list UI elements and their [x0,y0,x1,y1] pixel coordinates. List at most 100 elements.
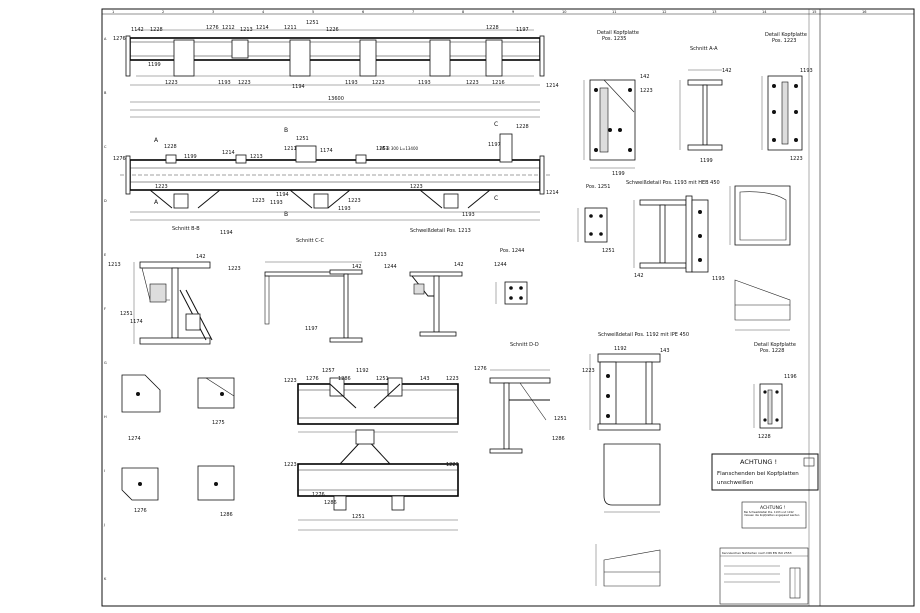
row-marker: H [104,415,107,419]
position-label: 1228 [164,144,177,150]
section-dd-label: 1286 [552,436,565,442]
section-bb-label: 1251 [120,311,133,317]
section-marker: B [284,127,288,134]
plate-label: 1275 [212,420,225,426]
weld-detail-1213 [409,271,463,337]
detail-1228-subtitle: Pos. 1228 [760,348,784,354]
detail-1223-label: 1223 [790,156,803,162]
position-label: 1251 [296,136,309,142]
bent-plate-view [729,185,791,331]
position-label: 1276 [312,492,325,498]
detail-1228-title: Detail Kopfplatte [754,342,796,348]
weld-1213-title: Schweißdetail Pos. 1213 [410,228,471,234]
position-label: 1193 [338,206,351,212]
row-marker: A [104,37,107,41]
section-dd-title: Schnitt D-D [510,342,539,348]
sheet-frame [101,8,915,607]
column-marker: 9 [512,10,514,14]
position-label: 1228 [486,25,499,31]
section-bb-label: 1213 [108,262,121,268]
position-label: 1251 [376,146,389,152]
column-marker: 1 [112,10,114,14]
weld-1213-label: 1244 [384,264,397,270]
section-marker: C [494,121,498,128]
position-label: 1194 [276,192,289,198]
position-label: 1174 [320,148,333,154]
position-label: 1193 [418,80,431,86]
weld-1213-label: 1213 [374,252,387,258]
section-marker: A [154,199,159,206]
detail-1235-title: Detail Kopfplatte [597,30,639,36]
column-marker: 12 [662,10,666,14]
column-marker: 3 [212,10,214,14]
weld-detail-1193 [633,195,709,273]
achtung-title: ACHTUNG ! [740,458,777,466]
position-label: 1286 [324,500,337,506]
legend-heading: Kennzeichen Nahtarten nach DIN EN ISO 25… [722,551,792,555]
achtung-line2: unschweißen [717,480,754,486]
row-marker: I [104,469,105,473]
row-marker: G [104,361,107,365]
column-marker: 7 [412,10,414,14]
position-label: 1251 [352,514,365,520]
column-marker: 10 [562,10,566,14]
weld-1192-label: 1223 [582,368,595,374]
position-label: 1223 [446,376,459,382]
plate-label: 1274 [128,436,141,442]
row-marker: K [104,577,107,581]
column-marker: 16 [862,10,866,14]
position-label: 1223 [155,184,168,190]
detail-1223-label: 1193 [800,68,813,74]
position-label: 1286 [338,376,351,382]
weld-1192-label: 143 [660,348,670,354]
section-marker: B [284,211,288,218]
section-d-d [489,369,551,454]
position-label: 1213 [240,27,253,33]
curved-plate-view [595,443,661,587]
section-bb-label: 1223 [228,266,241,272]
section-a-a [679,69,723,151]
weld-1213-label: 142 [454,262,464,268]
row-marker: B [104,91,107,95]
position-label: 1193 [218,80,231,86]
section-bb-label: 1194 [220,230,233,236]
position-label: 1199 [148,62,161,68]
column-marker: 2 [162,10,164,14]
section-cc-title: Schnitt C-C [296,238,324,244]
position-label: 1223 [372,80,385,86]
section-bb-label: 1174 [130,319,143,325]
section-b-b [133,261,213,345]
row-marker: C [104,145,107,149]
weld-1193-label: 1193 [712,276,725,282]
position-label: 1199 [184,154,197,160]
pos-1251-label: 1251 [602,248,615,254]
weld-1193-label: 142 [634,273,644,279]
column-marker: 13 [712,10,716,14]
assembly-upper [297,377,459,433]
detail-1235-label: 142 [640,74,650,80]
plate-1244 [495,281,528,305]
position-label: 1213 [250,154,263,160]
position-label: 1192 [356,368,369,374]
position-label: 1197 [488,142,501,148]
position-label: 1276 [306,376,319,382]
achtung-small-title: ACHTUNG ! [760,505,786,511]
column-marker: 5 [312,10,314,14]
assembly-lower [297,429,459,531]
position-label: 1216 [492,80,505,86]
section-bb-title: Schnitt B-B [172,226,200,232]
position-label: 1193 [462,212,475,218]
detail-1235-label: 1199 [612,171,625,177]
plan-profile-label: HE-B 300 L=13400 [380,146,419,151]
position-label: 1211 [284,146,297,152]
section-dd-label: 1276 [474,366,487,372]
achtung-line1: Flanschenden bei Kopfplatten [717,471,799,477]
row-marker: D [104,199,107,203]
position-label: 1223 [410,184,423,190]
row-marker: J [103,523,105,527]
